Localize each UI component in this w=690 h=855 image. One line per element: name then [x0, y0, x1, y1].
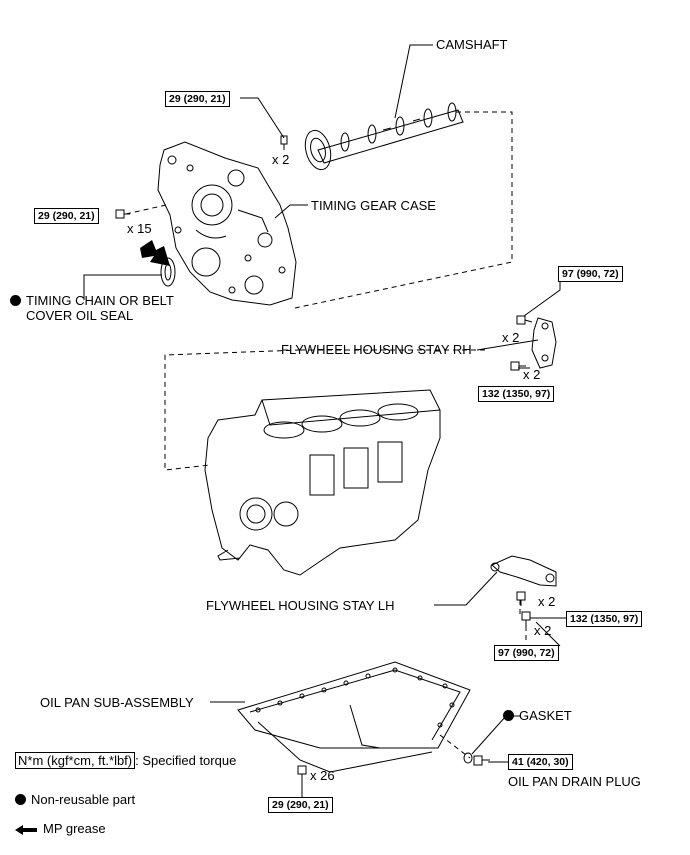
stay-rh-label: FLYWHEEL HOUSING STAY RH [281, 342, 472, 357]
stay-rh-bolt-lower-icon [510, 361, 526, 371]
qty-lh-upper: x 2 [538, 594, 556, 609]
mp-grease-arrow-icon [140, 240, 170, 266]
torque-camshaft-bolt: 29 (290, 21) [165, 91, 230, 107]
stay-lh-bolt-lower-icon [521, 611, 531, 626]
camshaft-label: CAMSHAFT [436, 37, 508, 52]
mp-grease-arrow-icon [15, 824, 37, 835]
non-reusable-dot-icon [15, 794, 26, 805]
oil-pan-label: OIL PAN SUB-ASSEMBLY [40, 695, 194, 710]
non-reusable-dot-icon [10, 295, 21, 306]
legend-torque: N*m (kgf*cm, ft.*lbf): Specified torque [15, 752, 237, 769]
qty-pan-bolt: x 26 [310, 768, 335, 783]
cylinder-block-part [204, 389, 441, 576]
timing-gear-case-part [157, 141, 297, 306]
qty-camshaft-bolt: x 2 [272, 152, 290, 167]
oil-seal-label-line2: COVER OIL SEAL [26, 308, 134, 323]
gasket-label-text: GASKET [519, 708, 572, 723]
stay-lh-bolt-upper-icon [516, 591, 526, 606]
torque-drain-plug: 41 (420, 30) [508, 754, 573, 770]
drain-plug-label: OIL PAN DRAIN PLUG [508, 774, 641, 789]
oil-pan-part [237, 661, 471, 773]
camshaft-part [304, 102, 464, 171]
oil-seal-label: TIMING CHAIN OR BELT COVER OIL SEAL [10, 293, 174, 323]
non-reusable-dot-icon [503, 710, 514, 721]
torque-rh-upper: 97 (990, 72) [558, 266, 623, 282]
torque-lh-lower: 97 (990, 72) [494, 645, 559, 661]
qty-rh-upper: x 2 [502, 330, 520, 345]
torque-rh-lower: 132 (1350, 97) [478, 386, 555, 402]
oil-seal-label-line1: TIMING CHAIN OR BELT [26, 293, 174, 308]
stay-lh-part [490, 555, 557, 587]
torque-pan-bolt: 29 (290, 21) [268, 797, 333, 813]
stay-rh-part [531, 317, 557, 369]
qty-lh-lower: x 2 [534, 623, 552, 638]
legend-mp-grease-text: MP grease [43, 821, 106, 836]
legend-torque-unit: N*m (kgf*cm, ft.*lbf) [15, 752, 136, 769]
qty-rh-lower: x 2 [523, 367, 541, 382]
torque-lh-upper: 132 (1350, 97) [566, 611, 643, 627]
camshaft-bolt-icon [280, 135, 288, 150]
pan-bolt-icon [297, 765, 307, 782]
drain-plug-icon [473, 755, 490, 766]
legend-non-reusable: Non-reusable part [15, 792, 135, 807]
gasket-label: GASKET [503, 708, 572, 723]
torque-case-bolt: 29 (290, 21) [34, 208, 99, 224]
case-bolt-icon [115, 209, 130, 219]
legend-non-reusable-text: Non-reusable part [31, 792, 136, 807]
legend-mp-grease: MP grease [15, 821, 106, 836]
stay-lh-label: FLYWHEEL HOUSING STAY LH [206, 598, 395, 613]
timing-gear-case-label: TIMING GEAR CASE [311, 198, 436, 213]
legend-torque-desc: : Specified torque [135, 753, 237, 768]
stay-rh-bolt-upper-icon [516, 315, 533, 325]
qty-case-bolt: x 15 [127, 221, 152, 236]
gasket-part [463, 752, 473, 764]
